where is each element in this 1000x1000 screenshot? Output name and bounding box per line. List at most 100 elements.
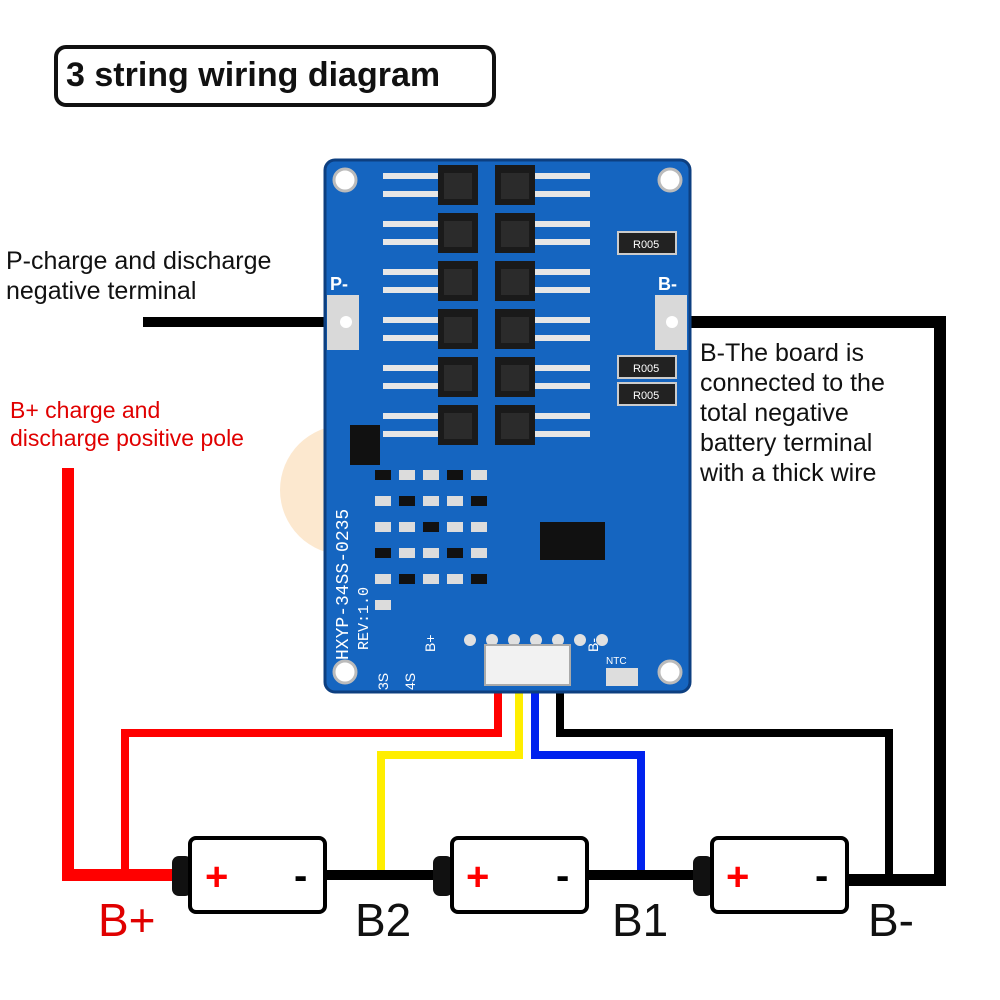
board-bplus-mark: B+ [422,634,438,652]
bminus-main-wire [672,316,946,886]
b-pad-hole-icon [666,316,678,328]
svg-text:R005: R005 [633,390,659,402]
mosfet [383,165,478,205]
smd-part [399,548,415,558]
smd-part [399,522,415,532]
bplus-balance-wire [121,660,502,875]
cell-minus-label: - [815,854,828,898]
title-number: 3 [66,56,85,94]
mosfet [383,213,478,253]
board-4s-label: 4S [402,673,418,690]
mosfet [495,405,590,445]
mosfet [495,213,590,253]
smd-part [423,470,439,480]
bms-ic-chip [540,522,605,560]
smd-part [447,496,463,506]
node-label-b2: B2 [355,894,412,946]
mosfet [383,357,478,397]
annotation-line: total negative [700,399,849,427]
cell-plus-label: + [726,855,749,899]
mosfet [495,357,590,397]
resistor: R005 [617,231,677,255]
smd-part [471,470,487,480]
mount-hole-icon [332,659,358,685]
battery-cell: + - [693,836,849,914]
ntc-connector [606,668,638,686]
mount-hole-icon [657,659,683,685]
b2-balance-wire [377,660,523,875]
mosfet [495,261,590,301]
test-pad [486,634,498,646]
bminus-balance-wire [556,660,893,875]
smd-part [471,574,487,584]
p-pad-hole-icon [340,316,352,328]
board-model-label: HXYP-34SS-0235 [334,509,354,660]
smd-part [375,600,391,610]
test-pad [552,634,564,646]
smd-part [447,470,463,480]
smd-part [399,574,415,584]
test-pad [574,634,586,646]
mount-hole-icon [657,167,683,193]
bplus-main-wire [62,468,180,881]
smd-part [399,470,415,480]
smd-part [471,522,487,532]
page-title: 3 string wiring diagram [66,56,440,95]
test-pad [508,634,520,646]
smd-part [447,522,463,532]
test-pad [464,634,476,646]
smd-part [375,470,391,480]
mosfet [383,261,478,301]
smd-part [447,574,463,584]
mount-hole-icon [332,167,358,193]
smd-components [375,470,608,646]
bminus-annotation: B-The board is connected to the total ne… [700,338,885,488]
svg-text:R005: R005 [633,239,659,251]
test-pad [530,634,542,646]
board-ntc-label: NTC [606,656,627,667]
board-bminus-mark: B- [585,638,601,652]
bplus-annotation: B+ charge and discharge positive pole [10,397,244,452]
board-rev-label: REV:1.0 [356,587,373,650]
smd-part [471,548,487,558]
smd-part [375,496,391,506]
battery-cell: + - [433,836,589,914]
annotation-line: discharge positive pole [10,424,244,451]
b-pad-label: B- [658,274,677,294]
board-3s-label: 3S [375,673,391,690]
annotation-line: P-charge and discharge [6,247,272,275]
cell-plus-label: + [466,855,489,899]
cell-plus-label: + [205,855,228,899]
smd-part [375,574,391,584]
title-box [54,45,496,107]
annotation-line: battery terminal [700,429,873,457]
smd-part [423,522,439,532]
smd-part [423,496,439,506]
mosfet-array [383,165,590,445]
resistor: R005 [617,382,677,406]
b1-balance-wire [531,660,645,875]
balance-connector [484,644,571,686]
annotation-line: negative terminal [6,277,197,305]
cell-minus-label: - [556,854,569,898]
small-chip [350,425,380,465]
node-label-bplus: B+ [98,894,156,946]
title-text: string wiring diagram [84,56,441,94]
annotation-line: connected to the [700,369,885,397]
mosfet [495,309,590,349]
mosfet [383,405,478,445]
smd-part [423,574,439,584]
battery-cell: + - [172,836,327,914]
smd-part [375,522,391,532]
p-terminal-annotation: P-charge and discharge negative terminal [6,246,271,306]
bms-board: P- B- R005 R005 R005 HXYP-34SS-0235 REV:… [323,158,692,694]
annotation-line: with a thick wire [700,459,877,487]
resistor: R005 [617,355,677,379]
smd-part [423,548,439,558]
smd-part [471,496,487,506]
svg-text:R005: R005 [633,363,659,375]
annotation-line: B+ charge and [10,397,161,423]
smd-part [447,548,463,558]
cell-minus-label: - [294,854,307,898]
